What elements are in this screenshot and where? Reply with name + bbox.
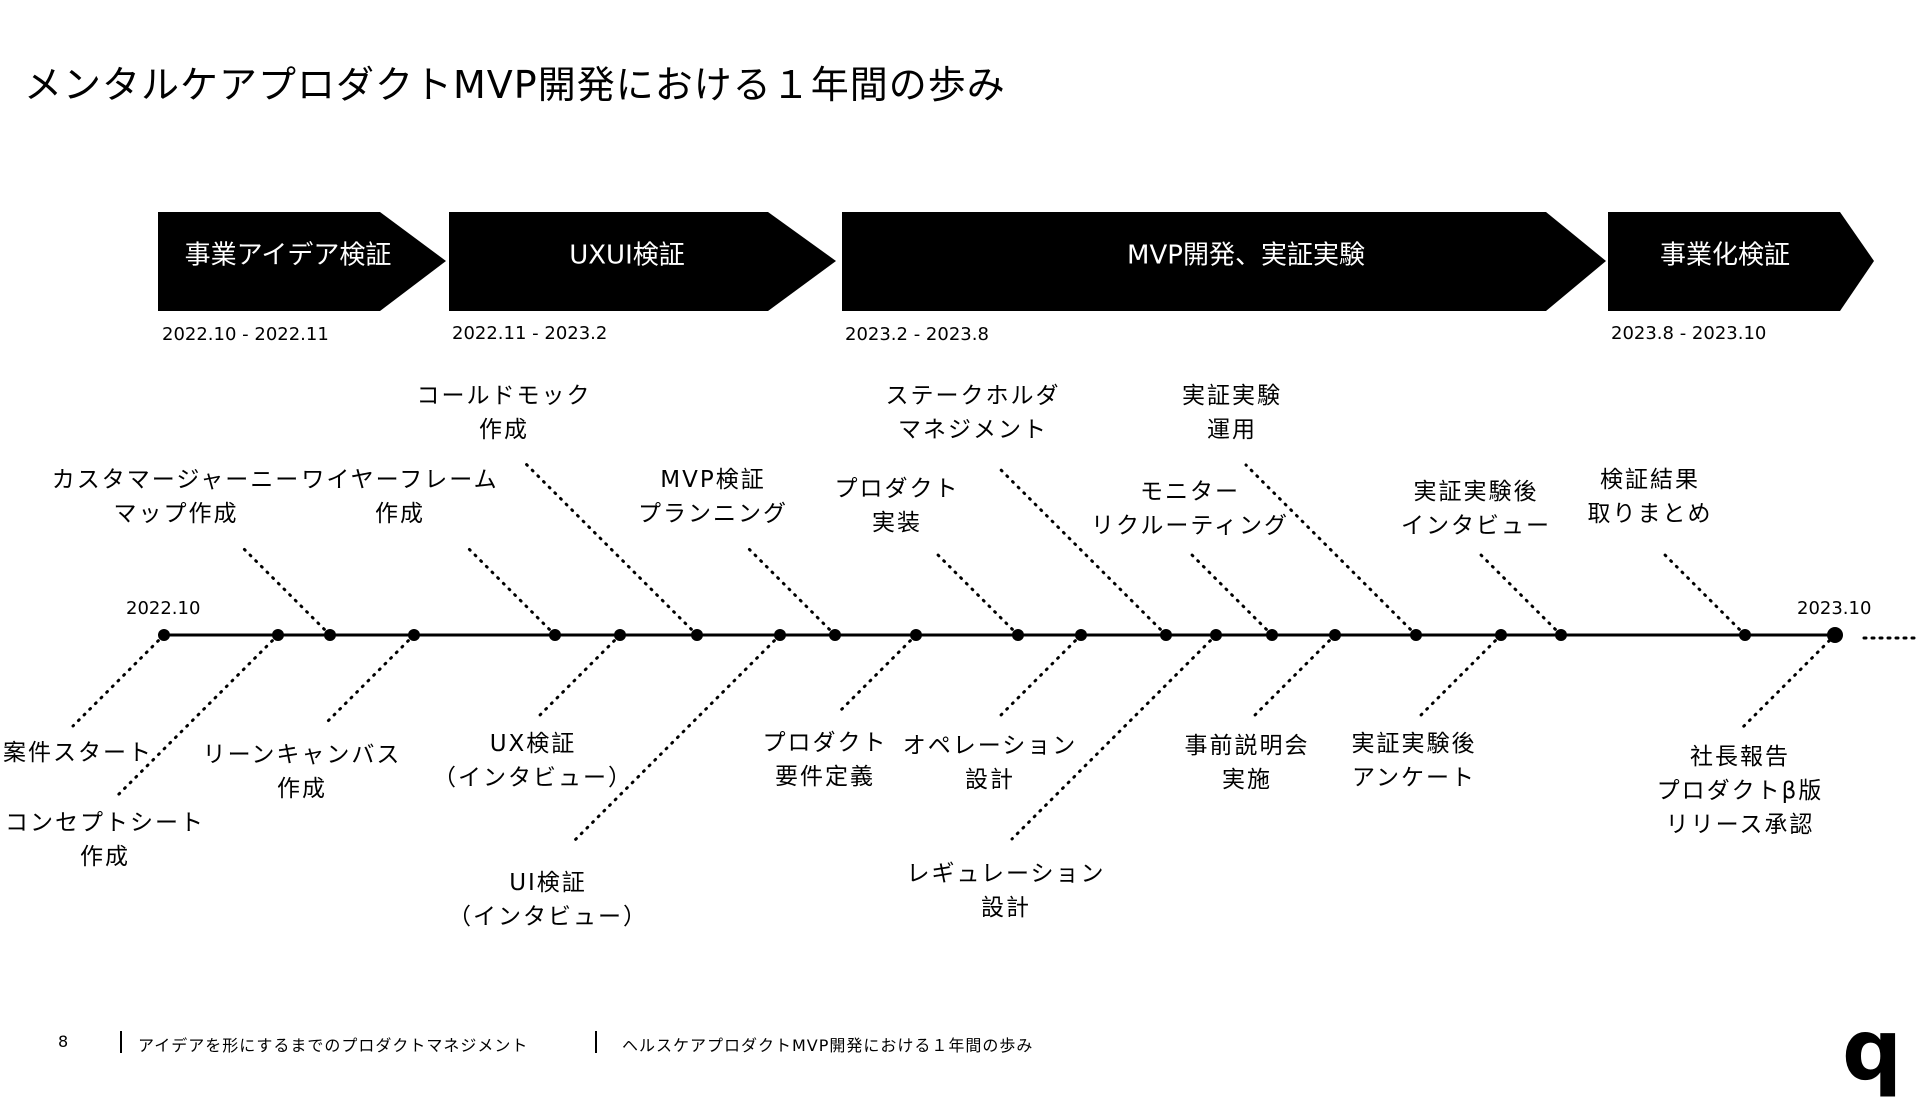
event-label: 案件スタート xyxy=(3,740,153,766)
leaders-above xyxy=(238,462,1747,637)
event-label: UX検証（インタビュー） xyxy=(433,731,633,791)
leader-above xyxy=(936,553,1020,637)
milestone-dot xyxy=(272,629,284,641)
leader-above xyxy=(995,464,1168,637)
milestone-dot-end xyxy=(1827,627,1843,643)
milestone-dot xyxy=(1329,629,1341,641)
phase-label: 事業化検証 xyxy=(1660,241,1790,271)
phase-arrow-1 xyxy=(158,212,446,311)
milestone-dot xyxy=(549,629,561,641)
milestone-dot xyxy=(910,629,922,641)
milestone-dot xyxy=(324,629,336,641)
event-label: 実証実験運用 xyxy=(1182,383,1282,443)
leader-below xyxy=(836,633,918,715)
leader-below xyxy=(1253,633,1337,717)
leader-below xyxy=(999,633,1083,717)
footer-section: アイデアを形にするまでのプロダクトマネジメント xyxy=(138,1036,529,1055)
event-label: プロダクト実装 xyxy=(834,476,960,536)
milestone-dot xyxy=(158,629,170,641)
leader-below xyxy=(1740,633,1837,730)
milestone-dot xyxy=(1075,629,1087,641)
leader-below xyxy=(538,633,622,717)
leader-above xyxy=(1190,553,1274,637)
milestone-dot xyxy=(1410,629,1422,641)
leader-below xyxy=(116,633,280,797)
milestone-dot xyxy=(1739,629,1751,641)
page-number: 8 xyxy=(58,1032,70,1051)
event-label: UI検証（インタビュー） xyxy=(448,870,648,930)
leaders-below xyxy=(71,633,1837,842)
leader-above xyxy=(463,543,557,637)
timeline-end-label: 2023.10 xyxy=(1797,598,1872,619)
milestone-dot xyxy=(1160,629,1172,641)
event-label: 実証実験後インタビュー xyxy=(1401,479,1551,539)
phase-arrow-4 xyxy=(1608,212,1874,311)
milestone-dot xyxy=(774,629,786,641)
leader-above xyxy=(1663,553,1747,637)
event-label: モニターリクルーティング xyxy=(1091,479,1289,539)
phase-period: 2022.11 - 2023.2 xyxy=(452,323,608,344)
leader-below xyxy=(1010,633,1218,841)
leader-below xyxy=(573,633,782,842)
phase-label: MVP開発、実証実験 xyxy=(1127,241,1365,271)
leader-above xyxy=(743,543,837,637)
milestone-dot xyxy=(691,629,703,641)
milestone-dot xyxy=(1210,629,1222,641)
phase-period: 2023.8 - 2023.10 xyxy=(1611,323,1767,344)
footer-chapter: ヘルスケアプロダクトMVP開発における１年間の歩み xyxy=(622,1036,1034,1055)
leader-below xyxy=(71,633,166,728)
leader-above xyxy=(1479,553,1563,637)
footer-separator xyxy=(595,1031,597,1053)
brand-logo: q xyxy=(1842,1001,1903,1099)
event-label: オペレーション設計 xyxy=(902,733,1078,793)
phase-label: 事業アイデア検証 xyxy=(185,241,392,271)
event-label: 事前説明会実施 xyxy=(1184,733,1310,793)
phase-period: 2023.2 - 2023.8 xyxy=(845,324,989,345)
phase-arrow-3 xyxy=(842,212,1606,311)
milestone-dot xyxy=(1495,629,1507,641)
event-label: 実証実験後アンケート xyxy=(1351,731,1477,791)
phase-label: UXUI検証 xyxy=(569,241,685,271)
milestone-dot xyxy=(1266,629,1278,641)
leader-above xyxy=(1244,463,1418,637)
event-label: レギュレーション設計 xyxy=(906,861,1106,921)
milestone-dot xyxy=(829,629,841,641)
event-label: コンセプトシート作成 xyxy=(5,810,205,870)
event-label: MVP検証プランニング xyxy=(638,467,788,527)
event-label: リーンキャンバス作成 xyxy=(202,742,402,802)
event-label: ワイヤーフレーム作成 xyxy=(301,467,499,527)
event-label: 社長報告プロダクトβ版リリース承認 xyxy=(1656,744,1824,838)
event-label: コールドモック作成 xyxy=(416,383,592,443)
milestone-dot xyxy=(408,629,420,641)
event-label: ステークホルダマネジメント xyxy=(885,383,1061,443)
milestones xyxy=(158,627,1843,643)
leader-below xyxy=(322,633,416,727)
footer-separator xyxy=(120,1031,122,1053)
milestone-dot xyxy=(1012,629,1024,641)
milestone-dot xyxy=(614,629,626,641)
milestone-dot xyxy=(1555,629,1567,641)
event-label: カスタマージャーニーマップ作成 xyxy=(51,467,301,527)
event-label: プロダクト要件定義 xyxy=(762,730,888,790)
leader-below xyxy=(1419,633,1503,717)
leader-above xyxy=(238,543,332,637)
leader-above xyxy=(524,462,699,637)
phase-arrow-2 xyxy=(449,212,836,311)
page-title: メンタルケアプロダクトMVP開発における１年間の歩み xyxy=(24,63,1006,107)
event-label: 検証結果取りまとめ xyxy=(1587,467,1713,527)
phase-period: 2022.10 - 2022.11 xyxy=(162,324,329,345)
timeline-start-label: 2022.10 xyxy=(126,598,201,619)
